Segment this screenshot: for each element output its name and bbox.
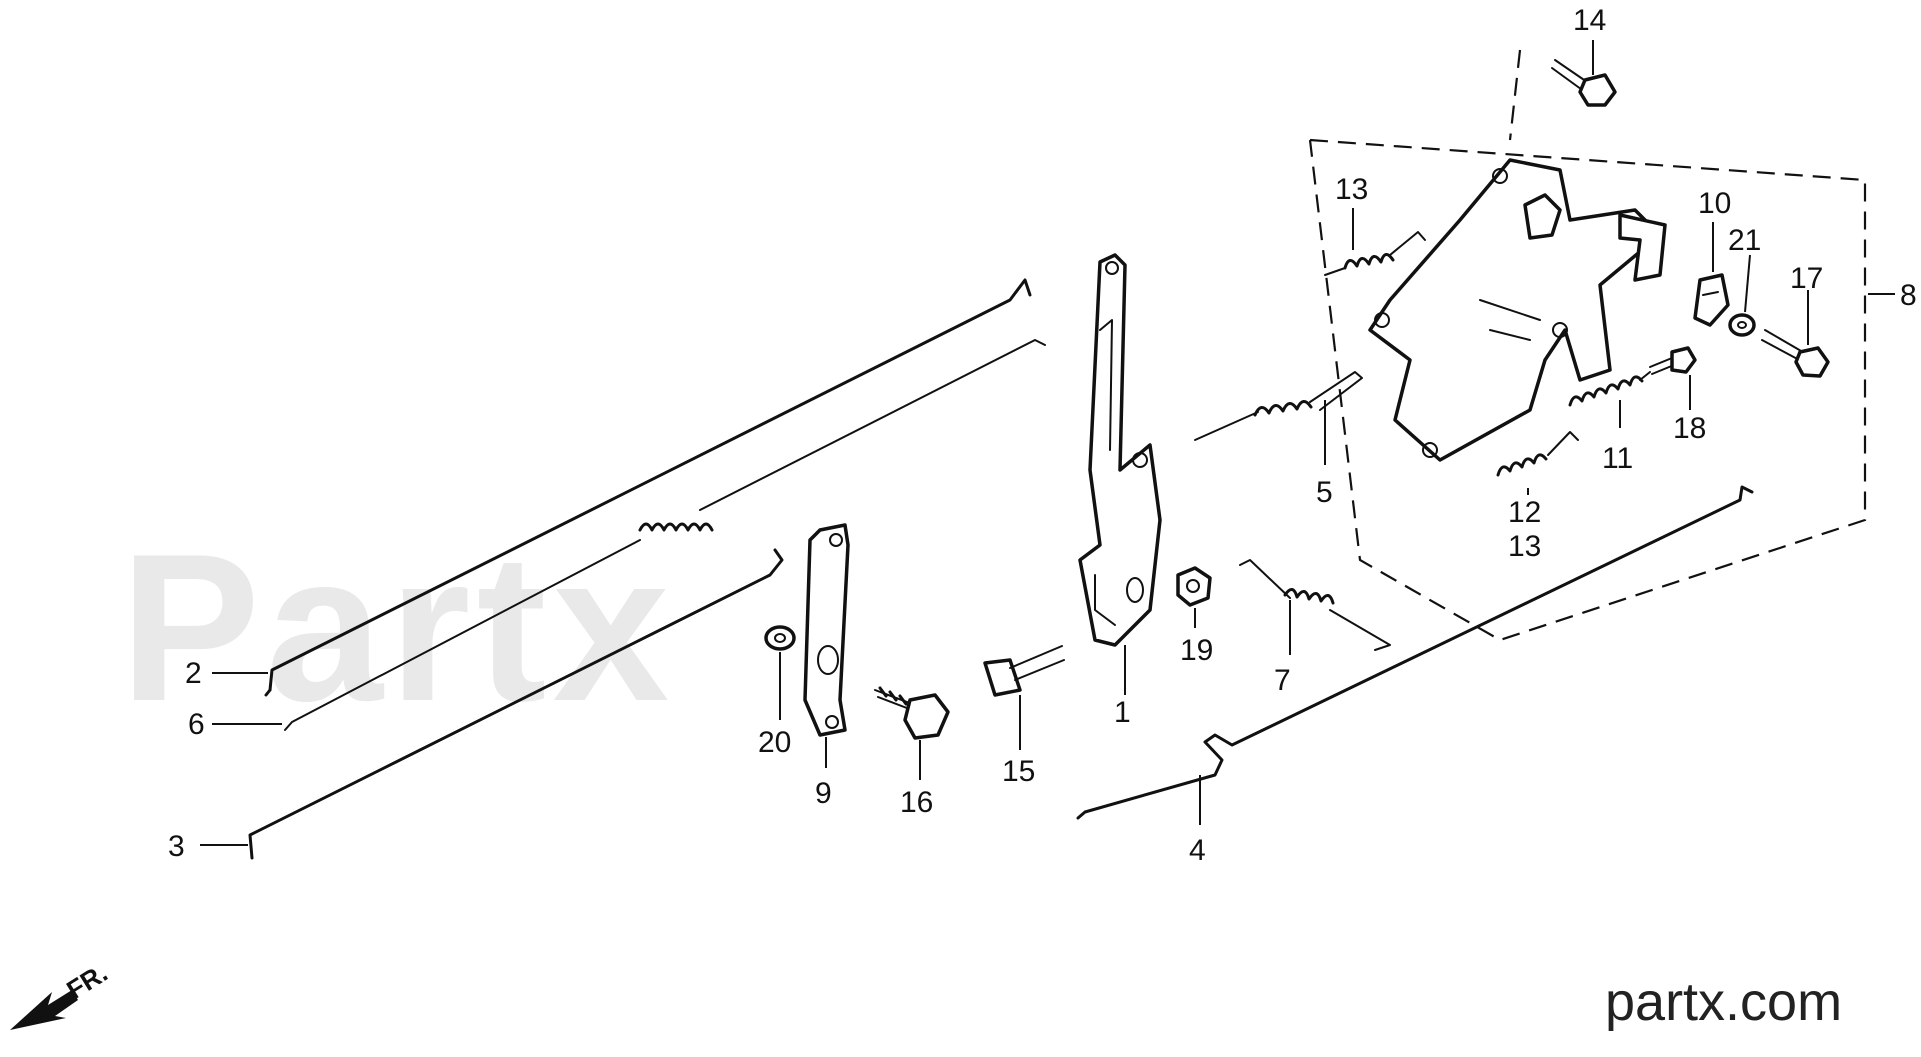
assembly-outline	[1308, 49, 1867, 642]
pin-part-15	[983, 645, 1065, 697]
watermark-logo: Partx	[120, 510, 675, 745]
bracket-part-8	[1368, 158, 1667, 462]
callout-21: 21	[1728, 224, 1761, 257]
bolt-part-18	[1649, 346, 1697, 375]
spring-part-11	[1568, 371, 1651, 407]
callout-1: 1	[1114, 696, 1131, 729]
spring-part-7	[1239, 559, 1391, 651]
callout-9: 9	[815, 777, 832, 810]
callout-20: 20	[758, 726, 791, 759]
rod-part-2	[264, 278, 1032, 697]
callout-16: 16	[900, 786, 933, 819]
callout-4: 4	[1189, 834, 1206, 867]
callout-11: 11	[1602, 442, 1633, 475]
callout-6: 6	[188, 708, 205, 741]
callout-13-lower: 13	[1508, 530, 1541, 563]
front-arrow-icon	[10, 990, 78, 1030]
bolt-part-14	[1551, 59, 1617, 107]
site-branding: partx.com	[1605, 972, 1842, 1032]
washer-part-20	[764, 625, 796, 651]
spring-part-12	[1496, 431, 1579, 477]
callout-7: 7	[1274, 664, 1291, 697]
bolt-part-17	[1761, 329, 1830, 378]
rod-part-3	[248, 548, 784, 860]
callout-2: 2	[185, 657, 202, 690]
callout-17: 17	[1790, 262, 1823, 295]
rod-part-6	[284, 339, 1046, 731]
bolt-part-16	[874, 686, 950, 740]
clip-part-10	[1693, 273, 1730, 327]
nut-part-19	[1176, 566, 1212, 607]
leader-lines	[200, 40, 1895, 846]
lever-part-1	[1078, 253, 1162, 647]
arm-part-9	[803, 523, 850, 737]
spring-part-5	[1194, 371, 1363, 441]
callout-labels: 1 2 3 4 5 6 7 8 9 10 11 12 13 13 14 15 1…	[168, 4, 1917, 867]
callout-18: 18	[1673, 412, 1706, 445]
callout-10: 10	[1698, 187, 1731, 220]
front-direction-indicator: FR.	[10, 957, 113, 1030]
callout-8: 8	[1900, 279, 1917, 312]
spring-part-13	[1324, 231, 1426, 276]
washer-part-21	[1728, 313, 1756, 337]
callout-5: 5	[1316, 476, 1333, 509]
rod-part-4	[1076, 485, 1754, 820]
callout-19: 19	[1180, 634, 1213, 667]
callout-3: 3	[168, 830, 185, 863]
callout-15: 15	[1002, 755, 1035, 788]
callout-13-upper: 13	[1335, 173, 1368, 206]
callout-12: 12	[1508, 496, 1541, 529]
callout-14: 14	[1573, 4, 1606, 37]
